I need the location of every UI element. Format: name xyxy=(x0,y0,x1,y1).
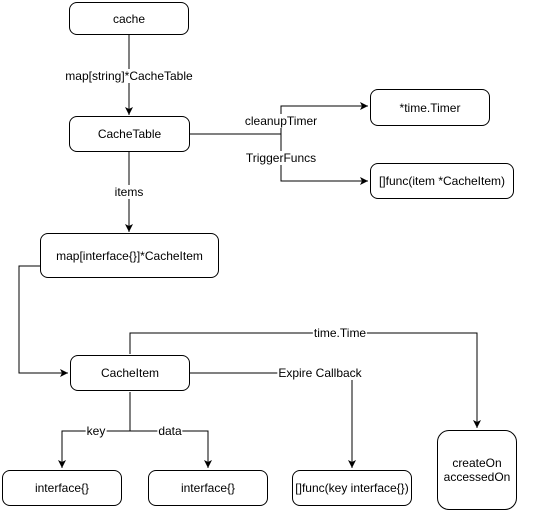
edge-label-cache-to-table: map[string]*CacheTable xyxy=(64,69,194,83)
edge-label-time-time: time.Time xyxy=(312,326,368,340)
items-map-node[interactable]: map[interface{}]*CacheItem xyxy=(40,233,219,278)
time-fields-node-label: createOn accessedOn xyxy=(443,456,511,484)
key-type-node-label: interface{} xyxy=(34,481,90,495)
cache-table-node-label: CacheTable xyxy=(97,127,162,141)
cache-node[interactable]: cache xyxy=(69,2,189,35)
edge-label-cleanup-timer: cleanupTimer xyxy=(243,114,319,128)
edge-label-data: data xyxy=(157,424,183,438)
trigger-funcs-node[interactable]: []func(item *CacheItem) xyxy=(370,163,514,199)
data-type-node[interactable]: interface{} xyxy=(148,470,268,506)
edge-expire-callback xyxy=(190,372,356,468)
edge-data xyxy=(130,430,212,468)
edge-label-items: items xyxy=(113,185,145,199)
key-type-node[interactable]: interface{} xyxy=(2,470,122,506)
items-map-node-label: map[interface{}]*CacheItem xyxy=(56,248,203,263)
edge-label-trigger-funcs: TriggerFuncs xyxy=(244,151,318,165)
edge-label-key: key xyxy=(85,424,107,438)
time-fields-node[interactable]: createOn accessedOn xyxy=(437,430,517,510)
timer-node[interactable]: *time.Timer xyxy=(370,89,490,126)
expire-callback-node[interactable]: []func(key interface{}) xyxy=(292,470,412,506)
trigger-funcs-node-label: []func(item *CacheItem) xyxy=(378,174,506,188)
cache-table-node[interactable]: CacheTable xyxy=(69,116,190,152)
edge-map-to-item xyxy=(18,265,68,377)
timer-node-label: *time.Timer xyxy=(399,100,461,115)
edge-label-expire-callback: Expire Callback xyxy=(277,366,363,380)
cache-item-node[interactable]: CacheItem xyxy=(70,355,190,391)
edge-time-time xyxy=(129,332,481,428)
expire-callback-node-label: []func(key interface{}) xyxy=(295,481,409,495)
cache-node-label: cache xyxy=(112,11,146,26)
cache-item-node-label: CacheItem xyxy=(100,366,160,380)
data-type-node-label: interface{} xyxy=(180,481,236,495)
